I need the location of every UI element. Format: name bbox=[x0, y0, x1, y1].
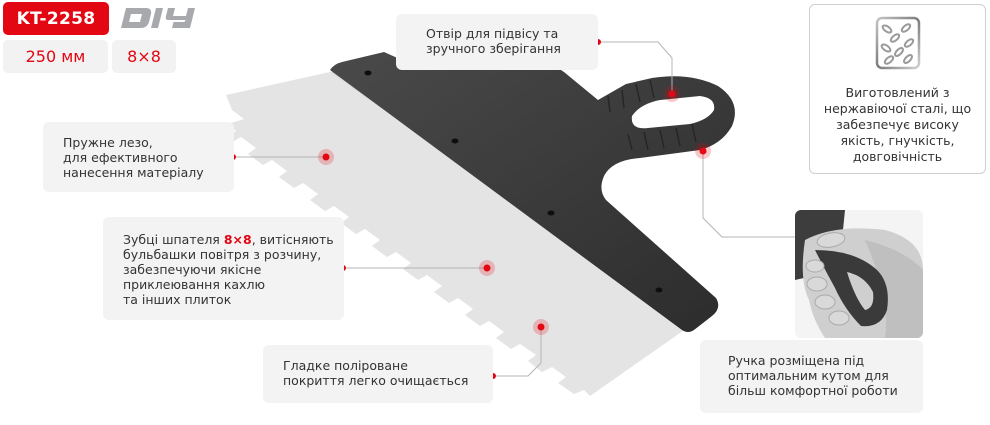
callout-teeth-text: Зубці шпателя 8×8, витісняють бульбашки … bbox=[123, 232, 334, 307]
callout-stainless-steel: Виготовлений з нержавіючої сталі, що заб… bbox=[809, 4, 986, 174]
product-code-badge: KT-2258 bbox=[3, 2, 109, 35]
callout-teeth: Зубці шпателя 8×8, витісняють бульбашки … bbox=[103, 217, 344, 320]
teeth-text-prefix: Зубці шпателя bbox=[123, 232, 224, 247]
marker-dots bbox=[230, 39, 711, 379]
gloved-hand-holding-handle-image bbox=[795, 210, 923, 338]
diy-logo bbox=[121, 8, 195, 28]
teeth-text-suffix: , витісняють бульбашки повітря з розчину… bbox=[123, 232, 334, 307]
callout-hanging-hole: Отвір для підвісу та зручного зберігання bbox=[396, 14, 598, 70]
callout-smooth-coating: Гладке поліроване покриття легко очищаєт… bbox=[263, 345, 493, 403]
hanging-hole bbox=[631, 96, 715, 129]
callout-handle-angle-text: Ручка розміщена під оптимальним кутом дл… bbox=[728, 353, 898, 398]
blade-sheet bbox=[226, 72, 690, 396]
teeth-size-badge: 8×8 bbox=[112, 40, 176, 73]
callout-spring-blade: Пружне лезо, для ефективного нанесення м… bbox=[43, 122, 234, 192]
handle-grip-photo bbox=[795, 210, 923, 338]
stainless-steel-leaves-icon bbox=[875, 16, 921, 70]
size-badge: 250 мм bbox=[3, 40, 108, 73]
callout-smooth-coating-text: Гладке поліроване покриття легко очищаєт… bbox=[283, 358, 469, 388]
callout-stainless-steel-text: Виготовлений з нержавіючої сталі, що заб… bbox=[823, 85, 972, 164]
callout-handle-angle: Ручка розміщена під оптимальним кутом дл… bbox=[700, 340, 923, 413]
callout-spring-blade-text: Пружне лезо, для ефективного нанесення м… bbox=[63, 135, 204, 180]
callout-hanging-hole-text: Отвір для підвісу та зручного зберігання bbox=[426, 26, 561, 56]
teeth-size-highlight: 8×8 bbox=[223, 232, 252, 247]
